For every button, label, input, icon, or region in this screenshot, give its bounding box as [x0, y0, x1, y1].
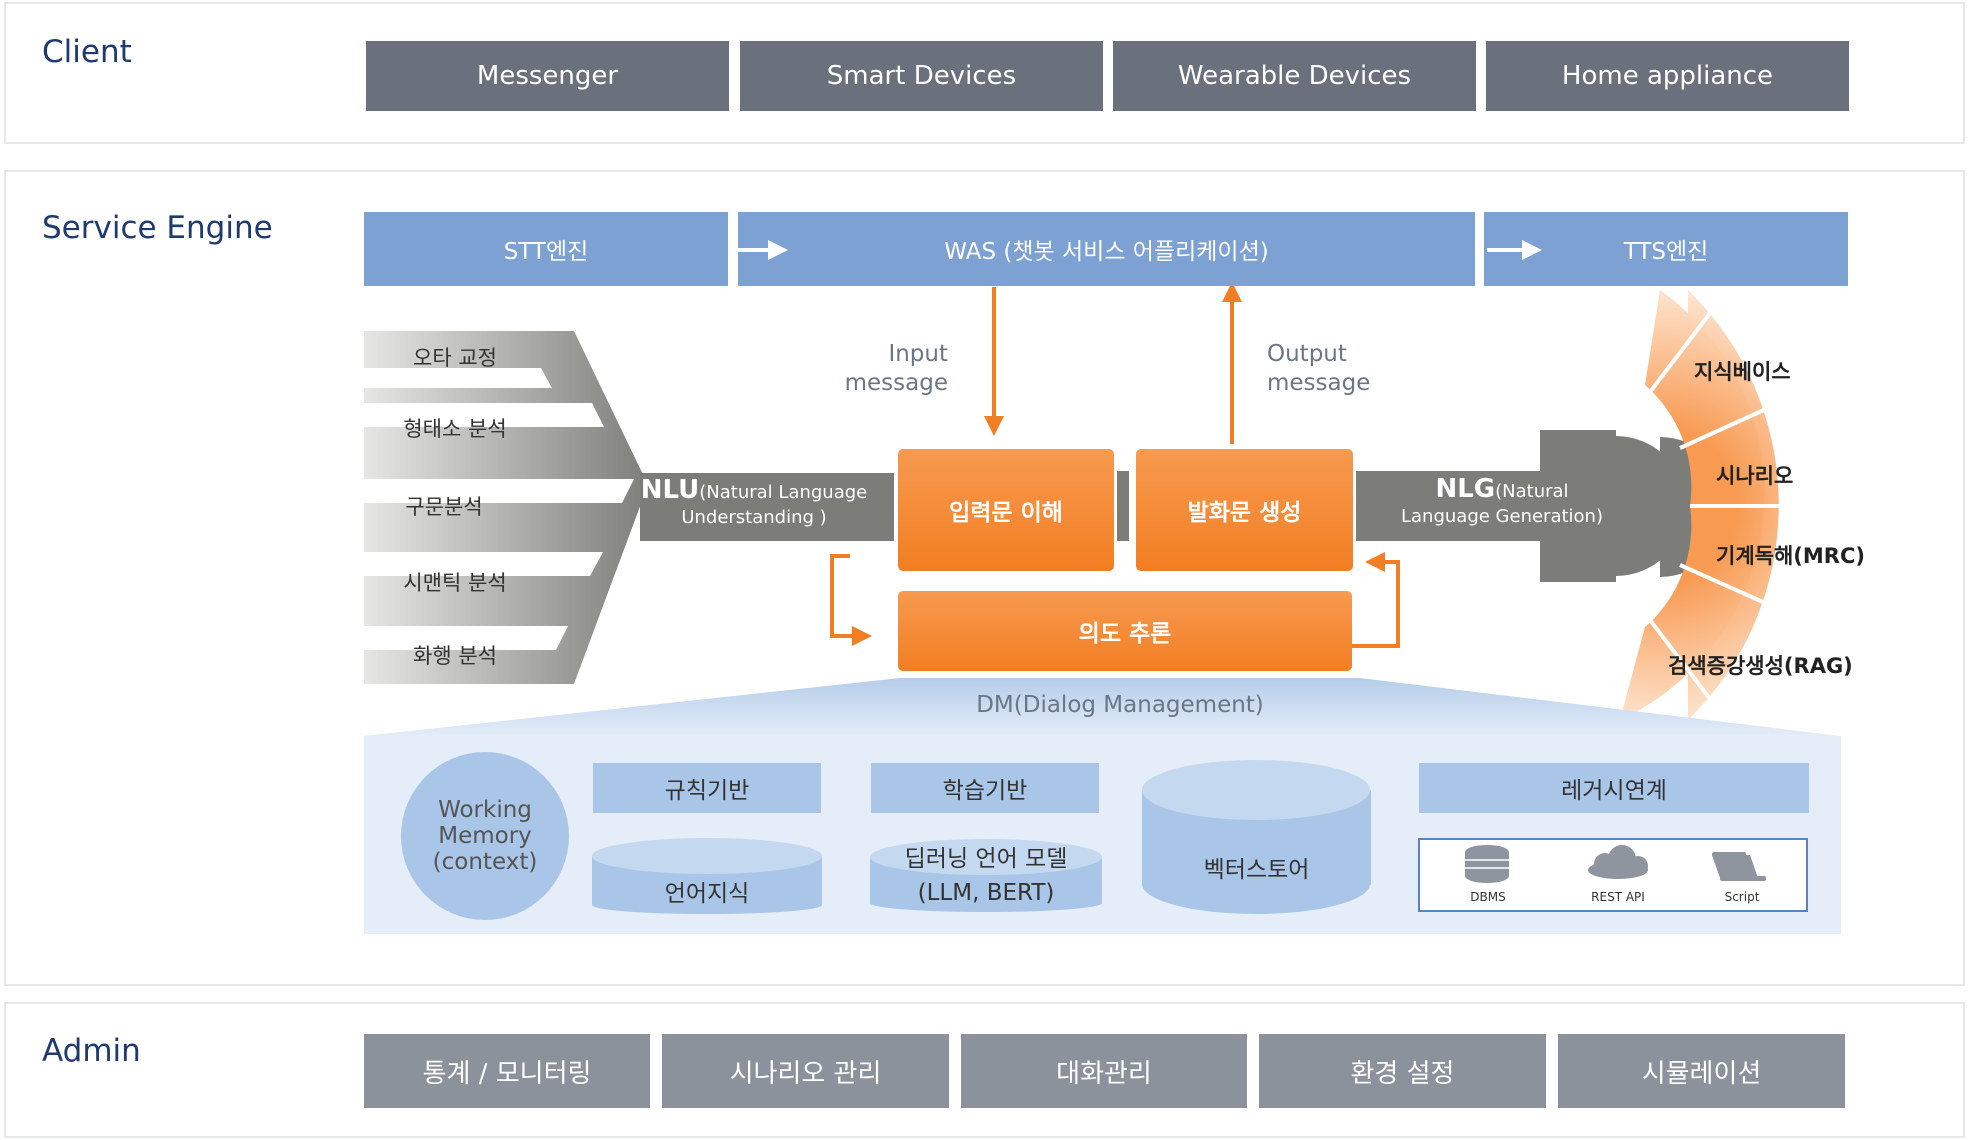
loop-arrow-left: [830, 554, 872, 646]
admin-title: Admin: [42, 1033, 141, 1069]
dm-label: DM(Dialog Management): [976, 692, 1264, 718]
utterance-generation-box: 발화문 생성: [1136, 449, 1353, 571]
language-knowledge-cylinder: [592, 838, 822, 914]
nlu-step-semantic: 시맨틱 분석: [403, 571, 507, 595]
stt-engine: STT엔진: [364, 212, 728, 286]
rule-based-box: 규칙기반: [593, 763, 821, 813]
admin-dialog-management: 대화관리: [961, 1034, 1247, 1108]
dbms-icon: [1465, 845, 1509, 883]
dbms-label: DBMS: [1470, 890, 1506, 904]
admin-statistics-monitoring: 통계 / 모니터링: [364, 1034, 650, 1108]
knowledge-base-label: 지식베이스: [1694, 360, 1791, 384]
dl-model-line1: 딥러닝 언어 모델: [904, 846, 1068, 872]
input-message-label: Input message: [838, 340, 948, 398]
input-message-line1: Input: [888, 341, 948, 367]
vector-store-label: 벡터스토어: [1203, 857, 1310, 883]
intent-inference-box: 의도 추론: [898, 591, 1352, 671]
cloud-icon: [1588, 845, 1648, 879]
middle-connector: [1117, 471, 1129, 541]
dm-trapezoid: [364, 678, 1840, 736]
rag-label: 검색증강생성(RAG): [1668, 654, 1853, 678]
nlu-subtitle-2: Understanding ): [681, 507, 827, 528]
script-label: Script: [1724, 890, 1760, 904]
dl-model-line2: (LLM, BERT): [917, 880, 1055, 906]
output-message-line2: message: [1267, 370, 1371, 396]
working-memory-line3: (context): [432, 849, 538, 875]
working-memory-label: Working Memory (context): [401, 797, 569, 875]
loop-arrow-right: [1351, 552, 1400, 648]
working-memory-line1: Working: [438, 797, 532, 823]
input-understanding-box: 입력문 이해: [898, 449, 1114, 571]
client-messenger: Messenger: [366, 41, 729, 111]
nlu-step-speech-act: 화행 분석: [413, 644, 497, 668]
tts-engine: TTS엔진: [1484, 212, 1848, 286]
dl-model-label: 딥러닝 언어 모델 (LLM, BERT): [870, 842, 1102, 910]
service-engine-title: Service Engine: [42, 210, 273, 246]
client-wearable-devices: Wearable Devices: [1113, 41, 1476, 111]
learning-based-box: 학습기반: [871, 763, 1099, 813]
nlg-title: NLG: [1435, 474, 1496, 504]
legacy-integration-box: 레거시연계: [1419, 763, 1809, 813]
working-memory-circle: [401, 752, 569, 920]
language-knowledge-label: 언어지식: [664, 881, 750, 907]
input-message-line2: message: [844, 370, 948, 396]
nlu-connector: [640, 473, 894, 541]
admin-simulation: 시뮬레이션: [1558, 1034, 1845, 1108]
nlg-subtitle-1: (Natural: [1495, 481, 1569, 502]
nlu-label: NLU(Natural Language Understanding ): [636, 477, 872, 530]
nlu-step-morpheme: 형태소 분석: [403, 417, 507, 441]
admin-settings: 환경 설정: [1259, 1034, 1546, 1108]
knowledge-fan-dividers: [1648, 298, 1860, 714]
working-memory-line2: Memory: [438, 823, 532, 849]
dl-model-cylinder: [870, 839, 1102, 912]
nlg-subtitle-2: Language Generation): [1401, 506, 1603, 527]
nlu-title: NLU: [640, 475, 700, 505]
top-arrows-overlay: [731, 240, 1542, 260]
output-message-line1: Output: [1267, 341, 1347, 367]
nlu-step-typo: 오타 교정: [413, 346, 497, 370]
nlg-hub-mask: [1540, 430, 1616, 582]
vector-store-cylinder: [1142, 760, 1371, 914]
admin-scenario-management: 시나리오 관리: [662, 1034, 949, 1108]
client-title: Client: [42, 34, 132, 70]
nlu-chevron-shape: [364, 331, 648, 684]
nlg-label: NLG(Natural Language Generation): [1382, 476, 1622, 529]
scenario-label: 시나리오: [1716, 464, 1794, 488]
nlu-step-syntax: 구문분석: [405, 495, 483, 519]
rest-api-label: REST API: [1591, 890, 1645, 904]
nlu-subtitle-1: (Natural Language: [699, 482, 868, 503]
client-smart-devices: Smart Devices: [740, 41, 1103, 111]
was-application: WAS (챗봇 서비스 어플리케이션): [738, 212, 1475, 286]
client-home-appliance: Home appliance: [1486, 41, 1849, 111]
mrc-label: 기계독해(MRC): [1716, 544, 1865, 568]
output-message-label: Output message: [1267, 340, 1370, 398]
script-icon: [1712, 852, 1766, 881]
